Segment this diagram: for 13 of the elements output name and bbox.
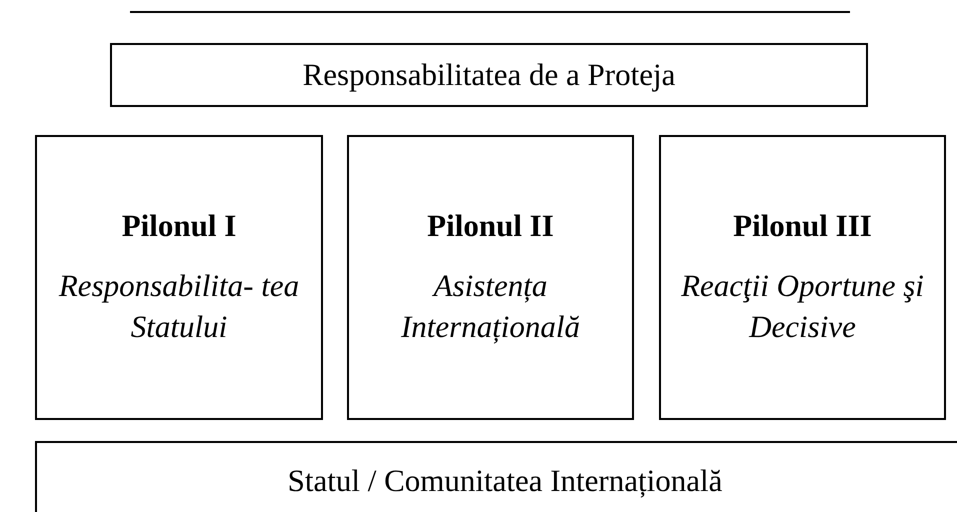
pillar-heading: Pilonul I <box>122 208 236 244</box>
pillar-box <box>35 135 323 420</box>
pillar-heading: Pilonul III <box>733 208 872 244</box>
pillar-description: Responsabilita- tea Statului <box>58 267 300 346</box>
box-label: Statul / Comunitatea Internațională <box>288 462 722 500</box>
label-box <box>110 43 868 107</box>
pillar-box <box>347 135 634 420</box>
pillar-description: Asistența Internațională <box>400 267 582 346</box>
pillar-description: Reacţii Oportune şi Decisive <box>680 267 925 346</box>
box-label: Responsabilitatea de a Proteja <box>302 56 676 94</box>
pillar-heading: Pilonul II <box>427 208 554 244</box>
label-box <box>35 441 957 512</box>
pillar-box <box>659 135 946 420</box>
